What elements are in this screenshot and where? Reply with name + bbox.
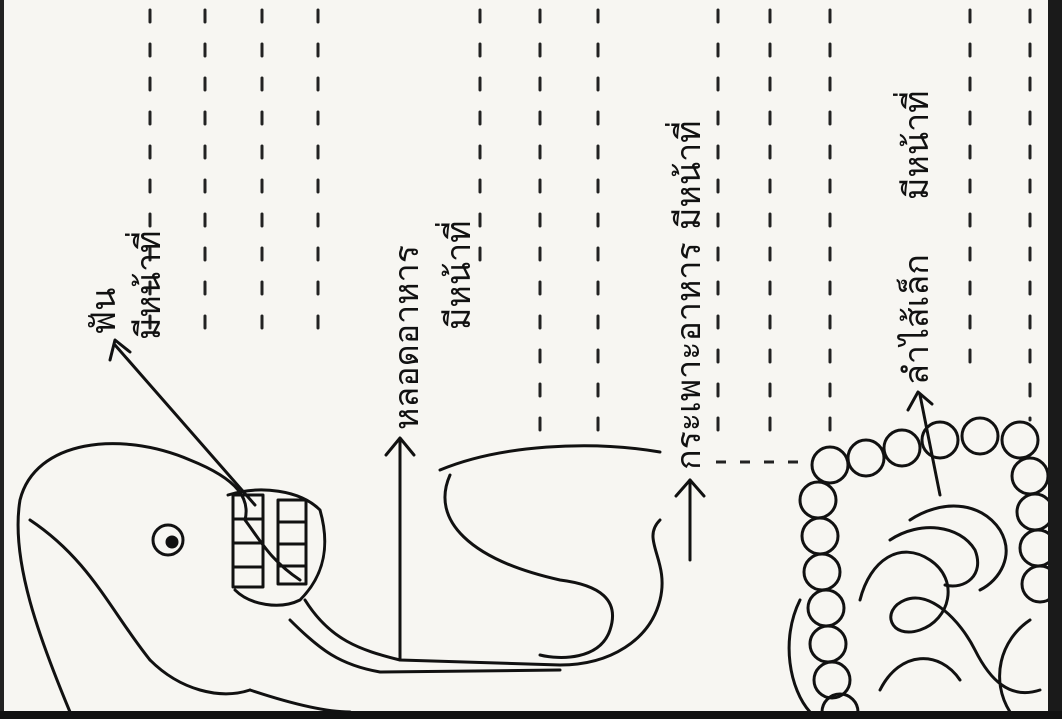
neck xyxy=(305,600,560,665)
stomach-label: กระเพาะอาหาร xyxy=(669,242,709,470)
scan-border-right xyxy=(1048,0,1062,719)
small-intestine-function: มีหน้าที่ xyxy=(893,90,937,200)
head-outline xyxy=(18,444,300,712)
skull-line xyxy=(30,520,150,660)
small-intestine xyxy=(789,506,1040,712)
teeth xyxy=(233,495,306,587)
teeth-function: มีหน้าที่ xyxy=(125,230,169,340)
scan-border-bottom xyxy=(0,711,1062,719)
jaw-line xyxy=(150,660,250,694)
large-intestine xyxy=(800,418,1058,719)
small-intestine-label: ลำไส้เล็ก xyxy=(896,254,937,385)
scan-border-left xyxy=(0,0,4,719)
esophagus-function: มีหน้าที่ xyxy=(435,220,479,330)
stomach-function: มีหน้าที่ xyxy=(665,120,709,230)
teeth-label: ฟัน xyxy=(84,288,124,335)
esophagus-label: หลอดอาหาร xyxy=(387,245,427,430)
stomach xyxy=(440,446,662,665)
